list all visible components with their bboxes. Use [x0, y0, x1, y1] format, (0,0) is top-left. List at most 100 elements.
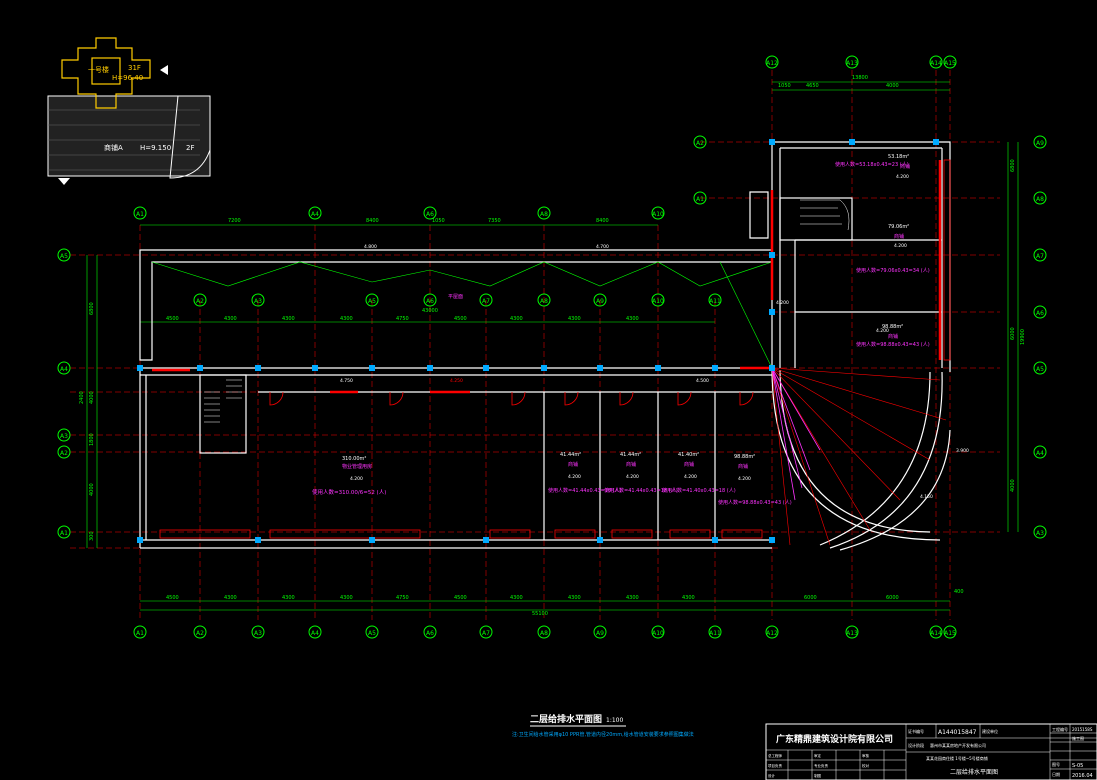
- svg-text:A1: A1: [696, 196, 704, 203]
- sheet-label: 图号: [1052, 761, 1060, 767]
- sub-project: 某某花园商住楼 1号楼~5号楼商铺: [926, 755, 988, 761]
- svg-text:A2: A2: [196, 630, 204, 637]
- svg-text:A15: A15: [944, 630, 956, 637]
- svg-text:A13: A13: [846, 630, 858, 637]
- axis-bubble: A10: [651, 625, 665, 639]
- tb-row: 总工程师: [768, 753, 782, 758]
- svg-text:A10: A10: [652, 298, 664, 305]
- dim-label: 6800: [89, 302, 95, 315]
- level-mark: 4.800: [364, 244, 377, 250]
- podium-label: 商铺A: [104, 143, 123, 152]
- drawing-title: 二层给排水平面图: [530, 713, 602, 725]
- dim-label: 4300: [626, 316, 639, 322]
- dim-label: 4500: [166, 316, 179, 322]
- cert-label: 证书编号: [908, 728, 924, 734]
- key-floors: 31F: [128, 64, 141, 72]
- room-level: 4.200: [684, 474, 697, 480]
- drawing-scale: 1:100: [606, 717, 623, 724]
- svg-text:A4: A4: [60, 366, 68, 373]
- dim-label: 4300: [510, 316, 523, 322]
- dim-label: 4300: [510, 595, 523, 601]
- stair-right: [800, 199, 850, 231]
- pipes: [152, 160, 942, 394]
- key-height: H=96.40: [112, 74, 143, 82]
- axis-bubble: A1: [693, 191, 707, 205]
- axis-mid: A2 A3 A5 A6 A7 A8 A9 A10 A11: [193, 293, 722, 307]
- room-calc: 使用人数=310.00/6=52 (人): [312, 488, 386, 496]
- axis-bottom: A1 A2 A3 A4 A5 A6 A7 A8 A9 A10 A11 A12 A…: [133, 625, 957, 639]
- dim-label: 1050: [432, 218, 445, 224]
- svg-text:A3: A3: [254, 298, 262, 305]
- drawing-title-group: 二层给排水平面图 1:100 注:卫生间给水管采用φ10 PPR管,管道内径20…: [512, 713, 694, 738]
- svg-text:A8: A8: [540, 298, 548, 305]
- axis-bubble: A1: [133, 625, 147, 639]
- svg-text:A4: A4: [1036, 450, 1044, 457]
- stage-label: 设计阶段: [908, 742, 924, 748]
- dim-label: 1050: [778, 83, 791, 89]
- svg-text:A12: A12: [766, 630, 778, 637]
- dim-label: 4500: [166, 595, 179, 601]
- project-label: 建设单位: [982, 728, 998, 734]
- svg-text:A6: A6: [426, 630, 434, 637]
- axis-bubble: A11: [708, 625, 722, 639]
- svg-text:A10: A10: [652, 630, 664, 637]
- tb-row: 专业负责: [814, 763, 828, 768]
- axis-bubble: A13: [845, 625, 859, 639]
- dim-label: 2400: [79, 391, 85, 404]
- north-arrow-icon: [160, 65, 168, 75]
- roof-levels: 平屋面 4.800 4.700 4.750 4.250 4.500 3.900 …: [340, 244, 969, 500]
- stair-left: [204, 379, 242, 423]
- title-block: 广东精鼎建筑设计院有限公司 证书编号 A144015847 建设单位 惠州市某某…: [765, 723, 1097, 780]
- room-calc: 使用人数=41.40x0.43=18 (人): [662, 487, 736, 494]
- dim-label: 4000: [89, 483, 95, 496]
- dim-label: 6800: [1010, 159, 1016, 172]
- axis-bubble: A8: [537, 293, 551, 307]
- axis-bubble: A9: [1033, 135, 1047, 149]
- svg-text:A15: A15: [944, 60, 956, 67]
- dim-label: 43000: [422, 308, 438, 314]
- key-plan: 一号楼 31F H=96.40 商铺A H=9.150 2F: [47, 37, 211, 185]
- podium-floors: 2F: [186, 144, 194, 152]
- date: 2016.04: [1072, 773, 1093, 779]
- level-mark: 3.900: [956, 448, 969, 454]
- dim-label: 400: [954, 589, 964, 595]
- axis-bubble: A1: [133, 206, 147, 220]
- year-label: 工程编号: [1052, 726, 1068, 732]
- project: 惠州市某某房地产开发有限公司: [930, 742, 986, 748]
- room-area: 310.00m²: [342, 456, 366, 462]
- podium-height: H=9.150: [140, 144, 171, 152]
- sheet: S-05: [1072, 763, 1083, 769]
- svg-text:A2: A2: [196, 298, 204, 305]
- level-mark: 4.700: [596, 244, 609, 250]
- axis-bubble: A6: [423, 625, 437, 639]
- room-level: 4.200: [738, 476, 751, 482]
- room-level: 4.200: [626, 474, 639, 480]
- axis-bubble: A2: [193, 625, 207, 639]
- axis-bubble: A2: [57, 445, 71, 459]
- axis-bubble: A4: [308, 206, 322, 220]
- svg-text:A11: A11: [709, 298, 721, 305]
- svg-text:A7: A7: [482, 630, 490, 637]
- room-area: 98.88m²: [734, 454, 755, 460]
- axis-bubble: A8: [537, 625, 551, 639]
- axis-bubble: A12: [765, 625, 779, 639]
- room-name: 物业管理用房: [342, 463, 372, 470]
- svg-text:A6: A6: [426, 298, 434, 305]
- dim-label: 8400: [596, 218, 609, 224]
- svg-text:A2: A2: [696, 140, 704, 147]
- dimension-lines: [86, 81, 1019, 611]
- axis-bubble: A10: [651, 293, 665, 307]
- dim-label: 4750: [396, 316, 409, 322]
- axis-bubble: A3: [1033, 525, 1047, 539]
- room-area: 41.44m²: [560, 452, 581, 458]
- room-labels: 310.00m² 物业管理用房 4.200 使用人数=310.00/6=52 (…: [312, 154, 930, 506]
- axis-bubble: A4: [308, 625, 322, 639]
- room-area: 98.88m²: [882, 324, 903, 330]
- svg-text:A3: A3: [1036, 530, 1044, 537]
- dim-label: 4300: [682, 595, 695, 601]
- svg-text:A5: A5: [60, 253, 68, 260]
- axis-bubble: A15: [943, 625, 957, 639]
- dim-label: 4300: [568, 595, 581, 601]
- dim-label: 4300: [282, 316, 295, 322]
- axis-bubble: A8: [1033, 191, 1047, 205]
